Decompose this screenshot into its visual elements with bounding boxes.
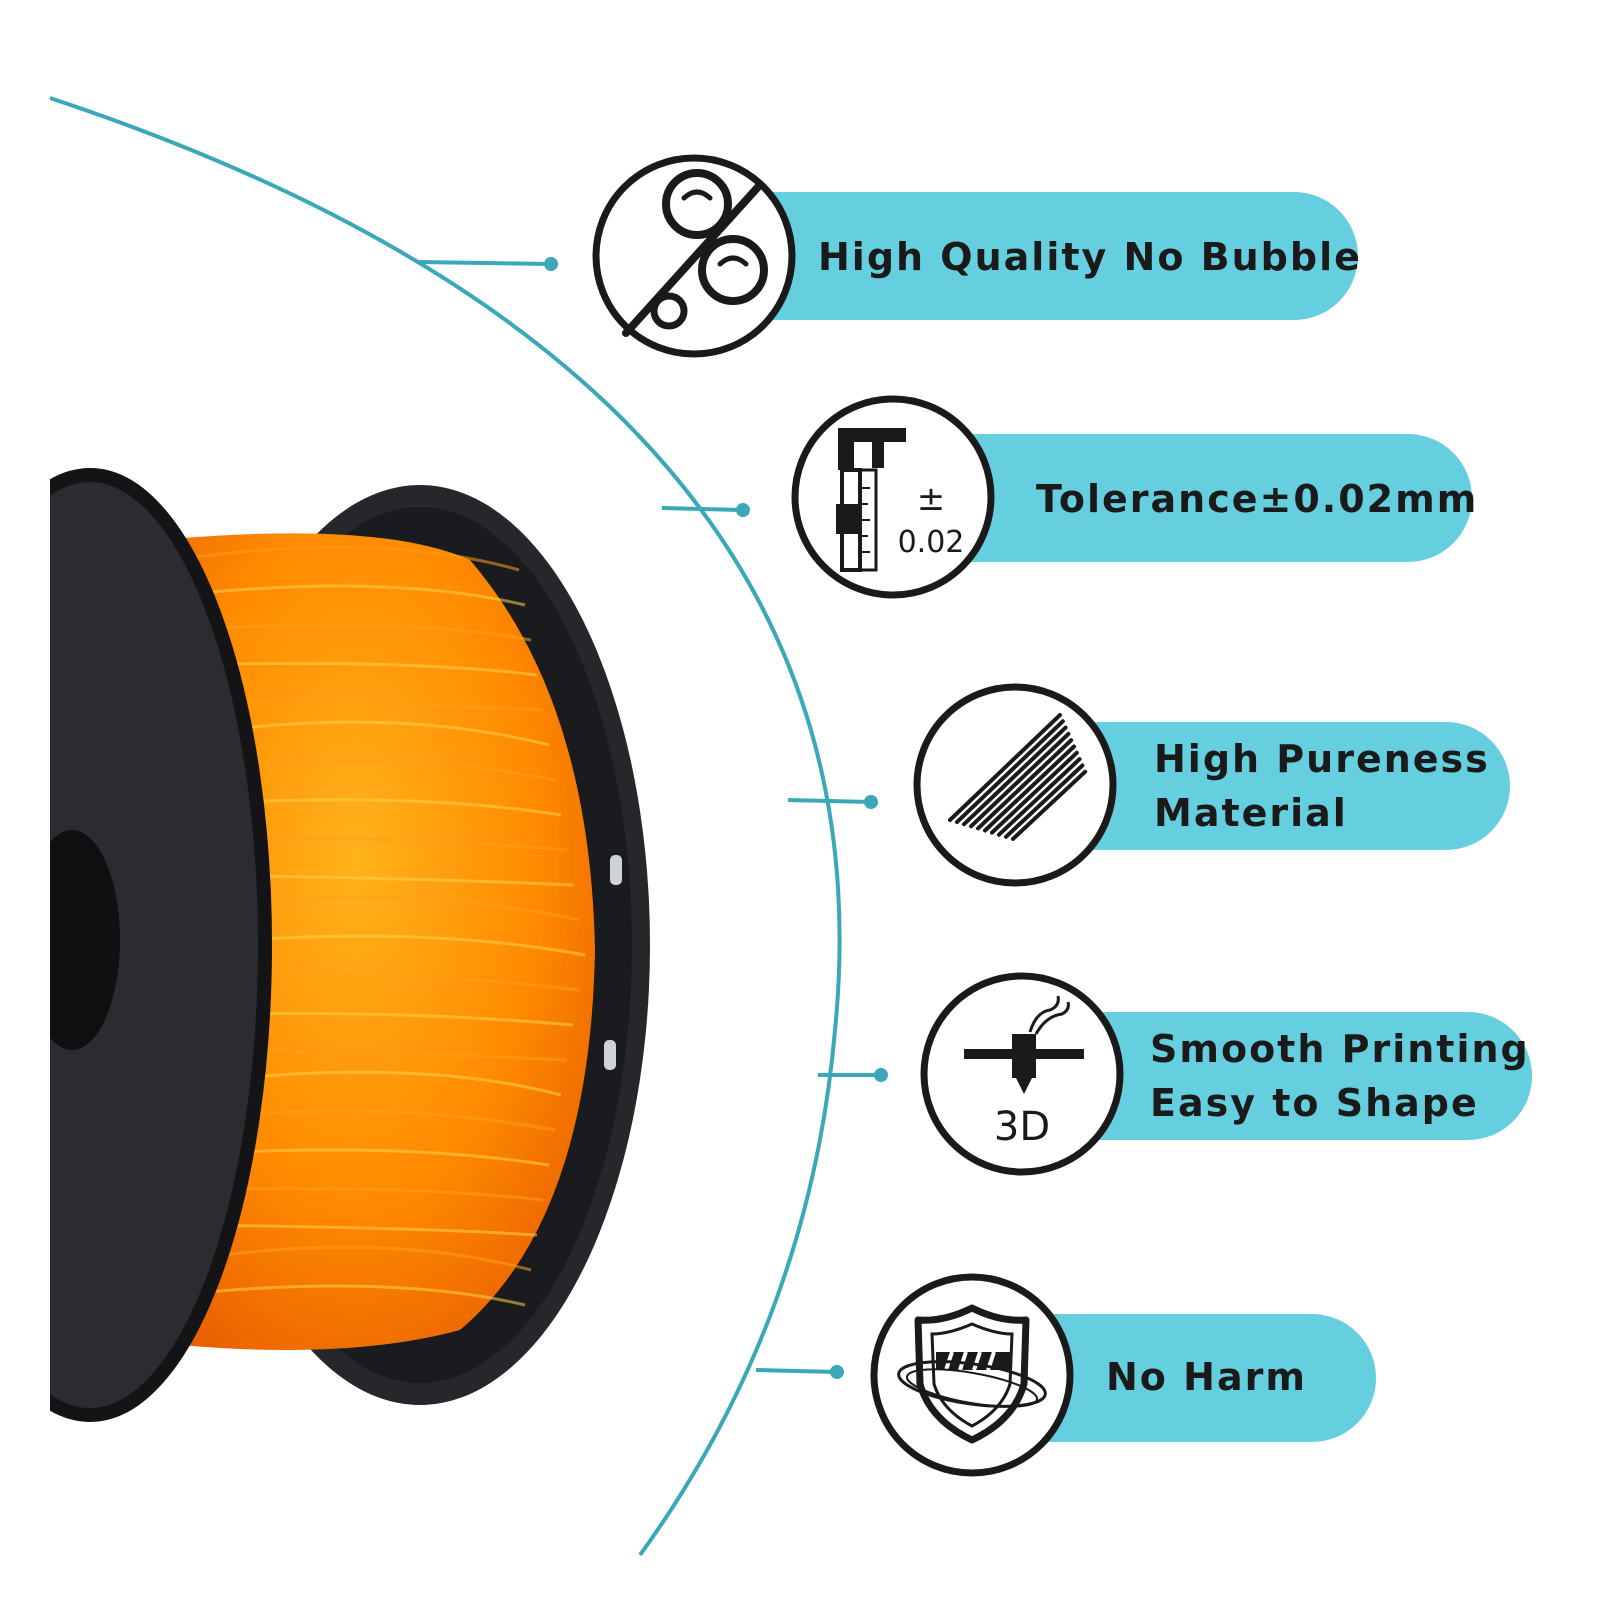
strand-line — [962, 725, 1068, 827]
feature-label-pureness: High Pureness Material — [1154, 732, 1490, 840]
filament-strand — [174, 1284, 526, 1307]
filament-strand — [174, 545, 520, 572]
spool-front-flange — [50, 475, 265, 1415]
strand-line — [976, 738, 1074, 831]
feature-pill — [1014, 1012, 1532, 1140]
feature-label-no-bubble: High Quality No Bubble — [818, 230, 1362, 284]
no-bubble-icon — [592, 154, 796, 358]
feature-label-line: Material — [1154, 791, 1348, 835]
icon-tolerance-value: 0.02 — [898, 525, 965, 560]
spool-hub — [50, 830, 120, 1050]
connector-curve — [49, 96, 842, 1557]
filament-strand — [186, 623, 532, 642]
strand-line — [997, 757, 1082, 837]
strand-line — [948, 713, 1062, 822]
feature-row-pureness — [787, 683, 1510, 887]
strand-line — [983, 744, 1076, 833]
strand-line — [990, 750, 1079, 835]
feature-pill — [890, 434, 1472, 562]
feature-label-line: High Quality No Bubble — [818, 235, 1362, 279]
feature-label-tolerance: Tolerance±0.02mm — [1036, 472, 1478, 526]
feature-label-line: Tolerance±0.02mm — [1036, 477, 1479, 521]
3d-printer-nozzle-icon: 3D — [920, 972, 1124, 1176]
strand-line — [955, 719, 1065, 825]
filament-strand — [180, 584, 526, 607]
feature-row-smooth-printing: 3D — [818, 972, 1532, 1176]
caliper-tolerance-icon: ± 0.02 — [791, 395, 995, 599]
strand-line — [1004, 763, 1085, 839]
strand-line — [1011, 769, 1088, 841]
icon-3d-text: 3D — [994, 1104, 1050, 1150]
strand-line — [969, 731, 1071, 829]
feature-row-no-harm — [755, 1273, 1376, 1477]
feature-pill — [690, 192, 1358, 320]
feature-list: ± 0.02 3D — [417, 154, 1532, 1477]
feature-pill — [970, 1314, 1376, 1442]
filament-strands-icon — [913, 683, 1117, 887]
filament-strand — [180, 1223, 538, 1237]
filament-coil — [160, 533, 595, 1350]
feature-pill — [1010, 722, 1510, 850]
filament-spool — [50, 468, 650, 1422]
feature-row-no-bubble — [417, 154, 1358, 358]
feature-label-line: Easy to Shape — [1150, 1081, 1479, 1125]
feature-label-smooth-printing: Smooth Printing Easy to Shape — [1150, 1022, 1530, 1130]
feature-label-no-harm: No Harm — [1106, 1350, 1307, 1404]
icon-plusminus-text: ± — [917, 479, 946, 519]
filament-strand — [186, 1245, 532, 1272]
feature-label-line: Smooth Printing — [1150, 1027, 1530, 1071]
shield-icon — [870, 1273, 1074, 1477]
feature-label-line: High Pureness — [1154, 737, 1490, 781]
feature-row-tolerance: ± 0.02 — [661, 395, 1472, 599]
feature-label-line: No Harm — [1106, 1355, 1307, 1399]
